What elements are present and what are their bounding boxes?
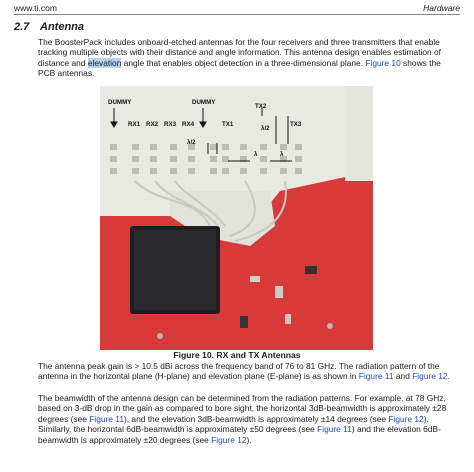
section-heading: 2.7 Antenna	[14, 21, 84, 33]
antenna-photo: DUMMY DUMMY TX2 RX1 RX2 RX3 RX4 TX1 λ/2 …	[100, 86, 373, 350]
highlighted-word[interactable]: elevation	[87, 57, 122, 68]
half-lambda-label-2: λ/2	[187, 139, 196, 146]
text-run: angle that enables object detection in a…	[121, 57, 366, 68]
figure-caption: Figure 10. RX and TX Antennas	[173, 350, 301, 360]
header-site: www.ti.com	[14, 3, 57, 13]
figure-11-link[interactable]: Figure 11	[317, 424, 352, 435]
rx1-label: RX1	[128, 121, 141, 128]
text-run: ) and the elevation 6dB-beamwidth is app…	[38, 424, 441, 445]
figure-12-link[interactable]: Figure 12	[412, 371, 448, 382]
figure-11-link[interactable]: Figure 11	[358, 371, 394, 382]
tx1-label: TX1	[222, 121, 234, 128]
rx4-label: RX4	[182, 121, 195, 128]
text-run: .	[447, 371, 450, 382]
text-run: ), and the elevation 3dB-beamwidth is ap…	[123, 413, 389, 424]
section-title: Antenna	[40, 21, 84, 33]
lambda-label-2: λ	[280, 151, 284, 158]
header-section: Hardware	[423, 3, 460, 13]
rx2-label: RX2	[146, 121, 159, 128]
pcb-illustration: DUMMY DUMMY TX2 RX1 RX2 RX3 RX4 TX1 λ/2 …	[100, 86, 373, 350]
figure-11-link[interactable]: Figure 11	[89, 413, 124, 424]
figure-12-link[interactable]: Figure 12	[211, 434, 247, 445]
gain-paragraph: The antenna peak gain is > 10.5 dBi acro…	[38, 361, 452, 382]
text-run: and	[393, 371, 413, 382]
dummy-label-1: DUMMY	[108, 99, 132, 106]
page-header: www.ti.com Hardware	[14, 3, 460, 15]
dummy-label-2: DUMMY	[192, 99, 216, 106]
section-number: 2.7	[14, 21, 30, 33]
text-run: ).	[246, 434, 252, 445]
beamwidth-paragraph: The beamwidth of the antenna design can …	[38, 393, 452, 445]
tx3-label: TX3	[290, 121, 302, 128]
intro-paragraph: The BoosterPack includes onboard-etched …	[38, 37, 452, 79]
antenna-patches	[110, 144, 302, 174]
text-run: The BoosterPack includes onboard-etched …	[38, 37, 442, 68]
figure-12-link[interactable]: Figure 12	[388, 413, 424, 424]
lambda-label-1: λ	[254, 151, 258, 158]
text-run: shows the PCB antennas.	[38, 57, 441, 79]
text-run: The beamwidth of the antenna design can …	[38, 393, 447, 424]
tx2-label: TX2	[255, 103, 267, 110]
rx3-label: RX3	[164, 121, 177, 128]
half-lambda-label-1: λ/2	[261, 125, 270, 132]
text-run: ). Similarly, the horizontal 6dB-beamwid…	[38, 413, 429, 435]
text-run: The antenna peak gain is > 10.5 dBi acro…	[38, 361, 440, 382]
figure-10-link[interactable]: Figure 10	[365, 57, 401, 68]
